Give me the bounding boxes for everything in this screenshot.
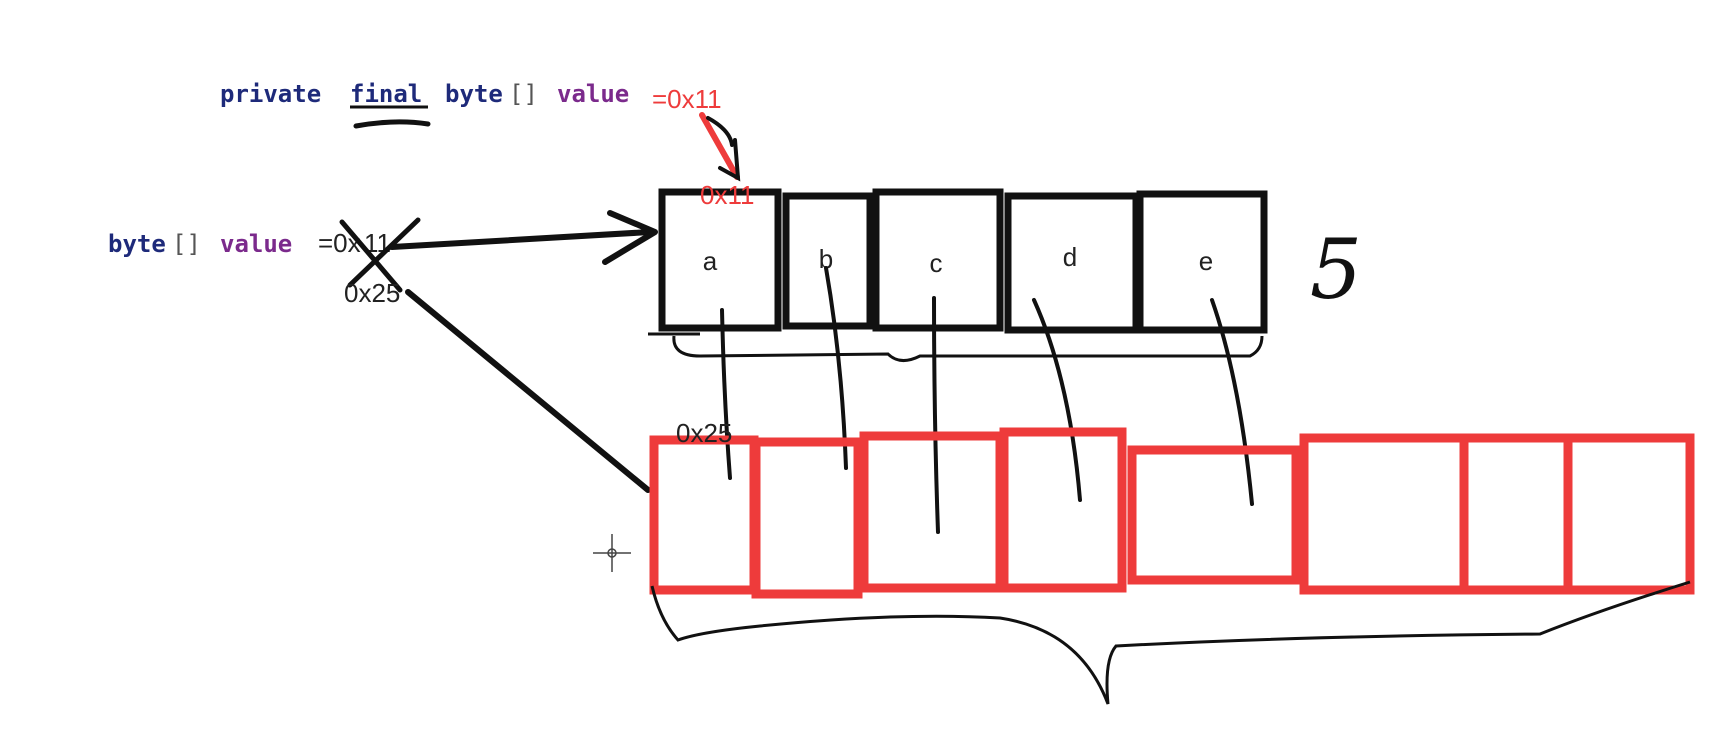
copy-line bbox=[932, 296, 940, 534]
array-brackets: [] bbox=[172, 230, 201, 258]
red-arrow-shaft bbox=[699, 112, 740, 180]
old-array-length-annotation: 5 bbox=[1310, 223, 1362, 318]
old-array-cell bbox=[1136, 190, 1268, 334]
old-array-cell-label: a bbox=[703, 246, 718, 276]
copy-line bbox=[1032, 298, 1082, 502]
new-array-brace bbox=[650, 580, 1691, 705]
var-value: value bbox=[557, 80, 629, 108]
code-line-final: private final byte [] value =0x11 bbox=[220, 80, 722, 129]
keyword-private: private bbox=[220, 80, 321, 108]
old-array-address: 0x11 bbox=[700, 180, 754, 210]
cross-out-mark bbox=[339, 217, 421, 293]
new-array-cell bbox=[859, 431, 1005, 593]
type-byte: byte bbox=[445, 80, 503, 108]
new-array-cell bbox=[649, 435, 759, 595]
new-array-cell bbox=[1299, 433, 1469, 595]
new-array-cell bbox=[1459, 433, 1573, 595]
copy-line bbox=[720, 308, 732, 480]
keyword-final: final bbox=[350, 80, 422, 108]
old-array-cell-label: b bbox=[819, 244, 833, 274]
new-array: 0x25 bbox=[649, 418, 1695, 599]
copy-lines bbox=[720, 266, 1254, 534]
new-array-cell bbox=[1127, 445, 1301, 585]
old-array-cell-label: e bbox=[1199, 246, 1213, 276]
new-array-cell bbox=[1563, 433, 1695, 595]
copy-line bbox=[1210, 298, 1254, 506]
var-value: value bbox=[220, 230, 292, 258]
assignment-address: =0x11 bbox=[652, 84, 722, 114]
red-arrow-head bbox=[706, 116, 741, 182]
final-emphasis-underline bbox=[353, 119, 431, 129]
old-array-cell bbox=[872, 188, 1004, 332]
reference-arrow-old bbox=[389, 210, 658, 265]
red-pointer-arrow bbox=[699, 112, 741, 182]
old-array-cell bbox=[1004, 192, 1140, 334]
type-byte: byte bbox=[108, 230, 166, 258]
old-array-brace bbox=[672, 335, 1264, 362]
assignment-prefix: =0x bbox=[318, 228, 361, 258]
reference-line-new bbox=[405, 289, 651, 493]
old-array-cell-label: d bbox=[1063, 242, 1077, 272]
old-array-cell bbox=[658, 188, 782, 332]
new-array-cell bbox=[999, 427, 1127, 593]
array-brackets: [] bbox=[509, 80, 538, 108]
old-array-cell-label: c bbox=[930, 248, 943, 278]
new-array-cell bbox=[751, 437, 863, 599]
old-array-cell bbox=[782, 192, 874, 330]
new-reference-address: 0x25 bbox=[344, 278, 400, 308]
crosshair-cursor-icon bbox=[593, 534, 631, 572]
new-array-address: 0x25 bbox=[676, 418, 732, 448]
old-array: a b c d e 0x11 bbox=[648, 180, 1268, 336]
code-line-local: byte [] value =0x 11 0x25 bbox=[108, 217, 421, 308]
